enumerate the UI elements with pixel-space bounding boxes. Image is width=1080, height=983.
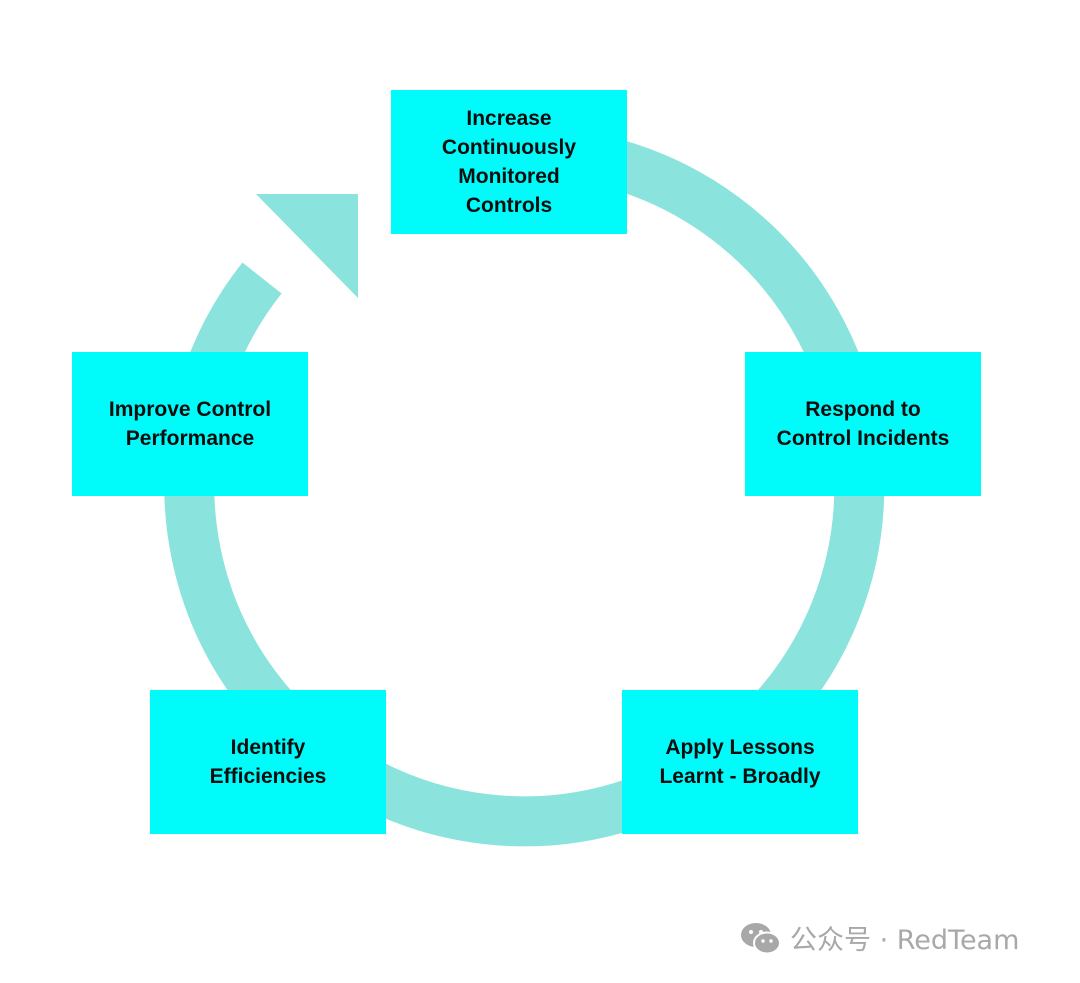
- step-box-identify-efficiencies: Identify Efficiencies: [150, 690, 386, 834]
- step-box-respond-incidents: Respond to Control Incidents: [745, 352, 981, 496]
- step-label: Identify Efficiencies: [209, 736, 327, 788]
- step-label: Apply Lessons Learnt - Broadly: [659, 736, 821, 788]
- wechat-icon: [741, 922, 781, 954]
- cycle-arrowhead: [256, 194, 358, 298]
- watermark: 公众号 · RedTeam: [740, 918, 1019, 957]
- step-box-apply-lessons: Apply Lessons Learnt - Broadly: [622, 690, 858, 834]
- step-box-increase-monitored-controls: Increase Continuously Monitored Controls: [391, 90, 627, 234]
- step-box-improve-performance: Improve Control Performance: [72, 352, 308, 496]
- step-label: Improve Control Performance: [108, 398, 272, 450]
- step-label: Respond to Control Incidents: [776, 398, 950, 450]
- watermark-text: 公众号 · RedTeam: [790, 925, 1020, 956]
- step-label: Increase Continuously Monitored Controls: [441, 107, 577, 217]
